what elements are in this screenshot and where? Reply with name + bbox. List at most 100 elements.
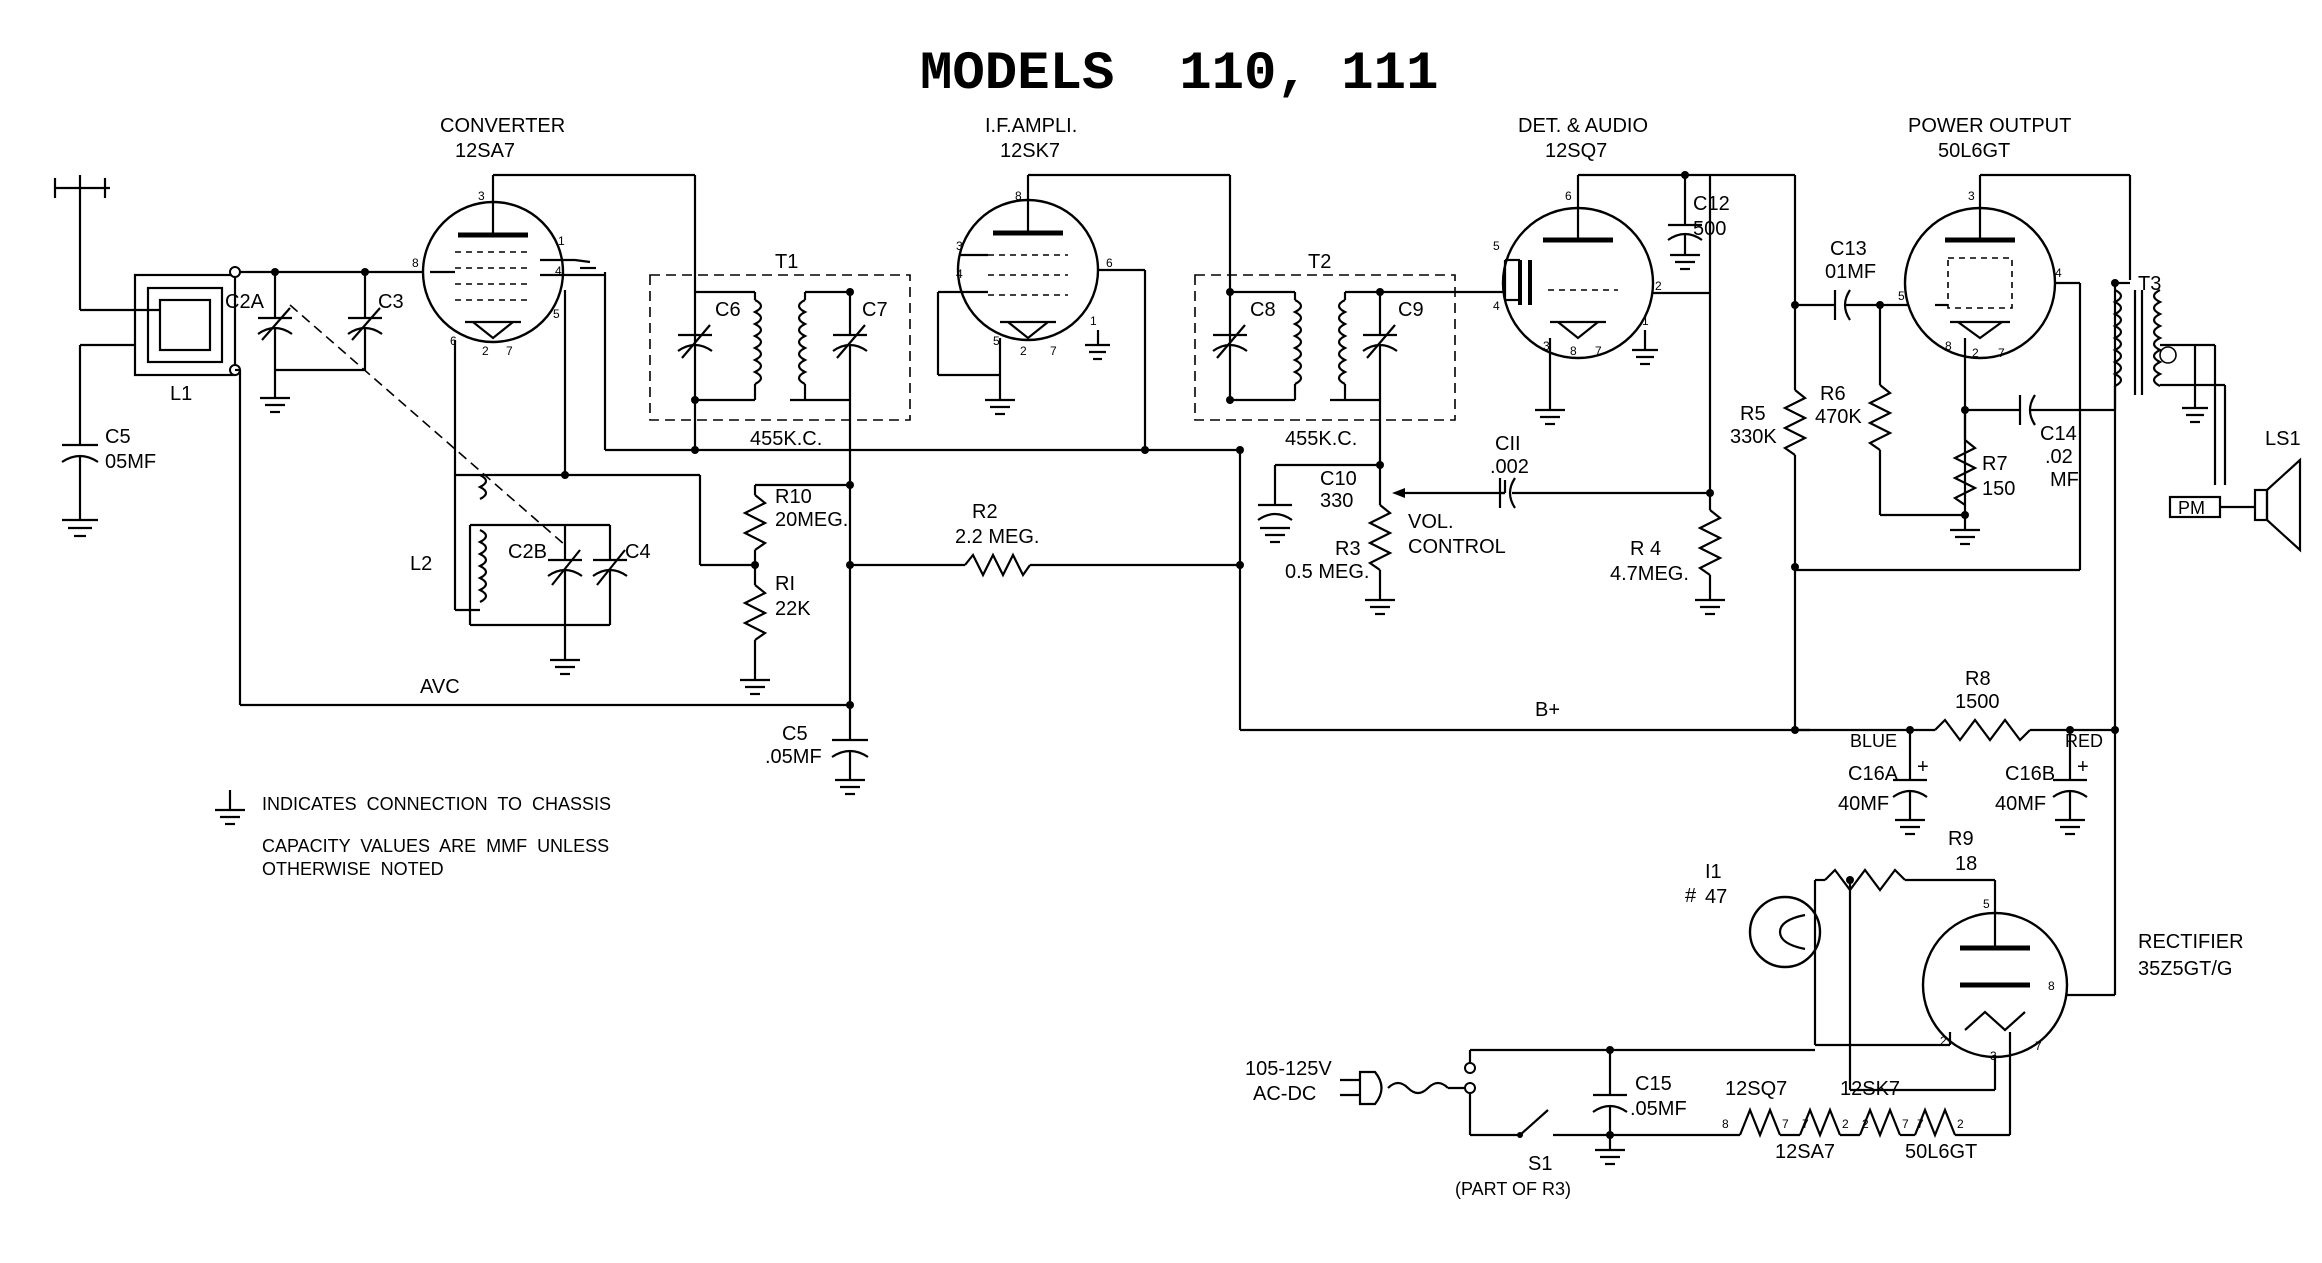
rectifier-function-label: RECTIFIER bbox=[2138, 931, 2244, 953]
r7-label: R7 bbox=[1982, 453, 2008, 475]
c5-left-label: C5 bbox=[105, 426, 131, 448]
capacity-note-line-1: CAPACITY VALUES ARE MMF UNLESS bbox=[262, 836, 609, 856]
c5-center-label: C5 bbox=[782, 723, 808, 745]
svg-text:8: 8 bbox=[1570, 344, 1577, 358]
c14-unit: MF bbox=[2050, 469, 2079, 491]
svg-text:+: + bbox=[2077, 756, 2089, 778]
r2-value: 2.2 MEG. bbox=[955, 526, 1039, 548]
c12-label: C12 bbox=[1693, 193, 1730, 215]
heater-filament-string bbox=[1610, 1032, 2012, 1138]
r2-label: R2 bbox=[972, 501, 998, 523]
filament-50l6gt-label: 50L6GT bbox=[1905, 1141, 1977, 1163]
l2-label: L2 bbox=[410, 553, 432, 575]
svg-text:3: 3 bbox=[478, 189, 485, 203]
r4-label: R 4 bbox=[1630, 538, 1661, 560]
c7-label: C7 bbox=[862, 299, 888, 321]
svg-text:1: 1 bbox=[1642, 314, 1649, 328]
svg-text:7: 7 bbox=[1782, 1117, 1789, 1131]
i1-type: 47 bbox=[1705, 886, 1727, 908]
power-plug bbox=[1340, 1070, 1449, 1106]
svg-text:1: 1 bbox=[1090, 314, 1097, 328]
svg-text:4: 4 bbox=[555, 264, 562, 278]
r8-label: R8 bbox=[1965, 668, 1991, 690]
t1-windings bbox=[677, 290, 868, 485]
c4-label: C4 bbox=[625, 541, 651, 563]
filament-12sk7-label: 12SK7 bbox=[1840, 1078, 1900, 1100]
filament-12sq7-label: 12SQ7 bbox=[1725, 1078, 1787, 1100]
pm-label: PM bbox=[2178, 498, 2205, 518]
c14-value: .02 bbox=[2045, 446, 2073, 468]
svg-text:2: 2 bbox=[482, 344, 489, 358]
c5-center-capacitor bbox=[831, 738, 869, 796]
c13-label: C13 bbox=[1830, 238, 1867, 260]
capacity-note-line-2: OTHERWISE NOTED bbox=[262, 859, 444, 879]
r6-value: 470K bbox=[1815, 406, 1862, 428]
power-output-function-label: POWER OUTPUT bbox=[1908, 115, 2071, 137]
ls1-speaker bbox=[2168, 457, 2302, 553]
blue-wire-label: BLUE bbox=[1850, 731, 1897, 751]
converter-function-label: CONVERTER bbox=[440, 115, 565, 137]
r9-label: R9 bbox=[1948, 828, 1974, 850]
svg-text:4: 4 bbox=[1493, 299, 1500, 313]
svg-text:8: 8 bbox=[412, 256, 419, 270]
i1-pilot-lamp bbox=[1748, 880, 1822, 1045]
c5-center-value: .05MF bbox=[765, 746, 822, 768]
c16b-electrolytic-capacitor bbox=[2052, 730, 2088, 836]
ls1-label: LS1 bbox=[2265, 428, 2301, 450]
diagram-title: MODELS 110, 111 bbox=[920, 44, 1438, 105]
bplus-label: B+ bbox=[1535, 699, 1560, 721]
t2-if-transformer-can bbox=[1194, 274, 1456, 421]
svg-text:2: 2 bbox=[1957, 1117, 1964, 1131]
t3-output-transformer bbox=[2111, 279, 2163, 730]
r5-value: 330K bbox=[1730, 426, 1777, 448]
svg-text:5: 5 bbox=[1493, 239, 1500, 253]
c15-label: C15 bbox=[1635, 1073, 1672, 1095]
svg-text:7: 7 bbox=[2035, 1039, 2042, 1053]
svg-text:5: 5 bbox=[993, 334, 1000, 348]
s1-label: S1 bbox=[1528, 1153, 1552, 1175]
svg-text:5: 5 bbox=[1983, 897, 1990, 911]
converter-type-label: 12SA7 bbox=[455, 140, 515, 162]
c10-label: C10 bbox=[1320, 468, 1357, 490]
chassis-ground-legend-symbol bbox=[215, 790, 245, 826]
t1-label: T1 bbox=[775, 251, 798, 273]
svg-text:7: 7 bbox=[1802, 1117, 1809, 1131]
svg-text:3: 3 bbox=[1990, 1049, 1997, 1063]
c8-label: C8 bbox=[1250, 299, 1276, 321]
svg-text:6: 6 bbox=[1106, 256, 1113, 270]
svg-text:7: 7 bbox=[1050, 344, 1057, 358]
r3-label: R3 bbox=[1335, 538, 1361, 560]
svg-text:5: 5 bbox=[553, 307, 560, 321]
c5-left-value: 05MF bbox=[105, 451, 156, 473]
svg-text:8: 8 bbox=[1015, 189, 1022, 203]
rectifier-tube-35z5 bbox=[1921, 880, 2069, 1059]
svg-text:6: 6 bbox=[1565, 189, 1572, 203]
svg-text:2: 2 bbox=[1972, 346, 1979, 360]
svg-text:7: 7 bbox=[506, 344, 513, 358]
svg-text:7: 7 bbox=[1902, 1117, 1909, 1131]
r6-label: R6 bbox=[1820, 383, 1846, 405]
c16a-value: 40MF bbox=[1838, 793, 1889, 815]
svg-text:4: 4 bbox=[956, 267, 963, 281]
s1-note: (PART OF R3) bbox=[1455, 1179, 1571, 1199]
svg-text:2: 2 bbox=[1842, 1117, 1849, 1131]
c4-trimmer-capacitor bbox=[592, 549, 628, 625]
r1-label: RI bbox=[775, 573, 795, 595]
c12-value: 500 bbox=[1693, 218, 1726, 240]
svg-text:7: 7 bbox=[1595, 344, 1602, 358]
c15-value: .05MF bbox=[1630, 1098, 1687, 1120]
ac-dc-label: AC-DC bbox=[1253, 1083, 1316, 1105]
svg-text:2: 2 bbox=[1940, 1034, 1947, 1048]
r9-value: 18 bbox=[1955, 853, 1977, 875]
c2b-tuning-capacitor bbox=[547, 549, 583, 660]
svg-text:8: 8 bbox=[2048, 979, 2055, 993]
r8-value: 1500 bbox=[1955, 691, 2000, 713]
converter-tube-12sa7 bbox=[421, 200, 575, 344]
red-wire-label: RED bbox=[2065, 731, 2103, 751]
volume-control-label-2: CONTROL bbox=[1408, 536, 1506, 558]
if-amp-tube-12sk7 bbox=[956, 173, 1232, 400]
l1-loop-antenna bbox=[78, 273, 237, 430]
svg-text:1: 1 bbox=[558, 234, 565, 248]
c2a-label: C2A bbox=[225, 291, 265, 313]
